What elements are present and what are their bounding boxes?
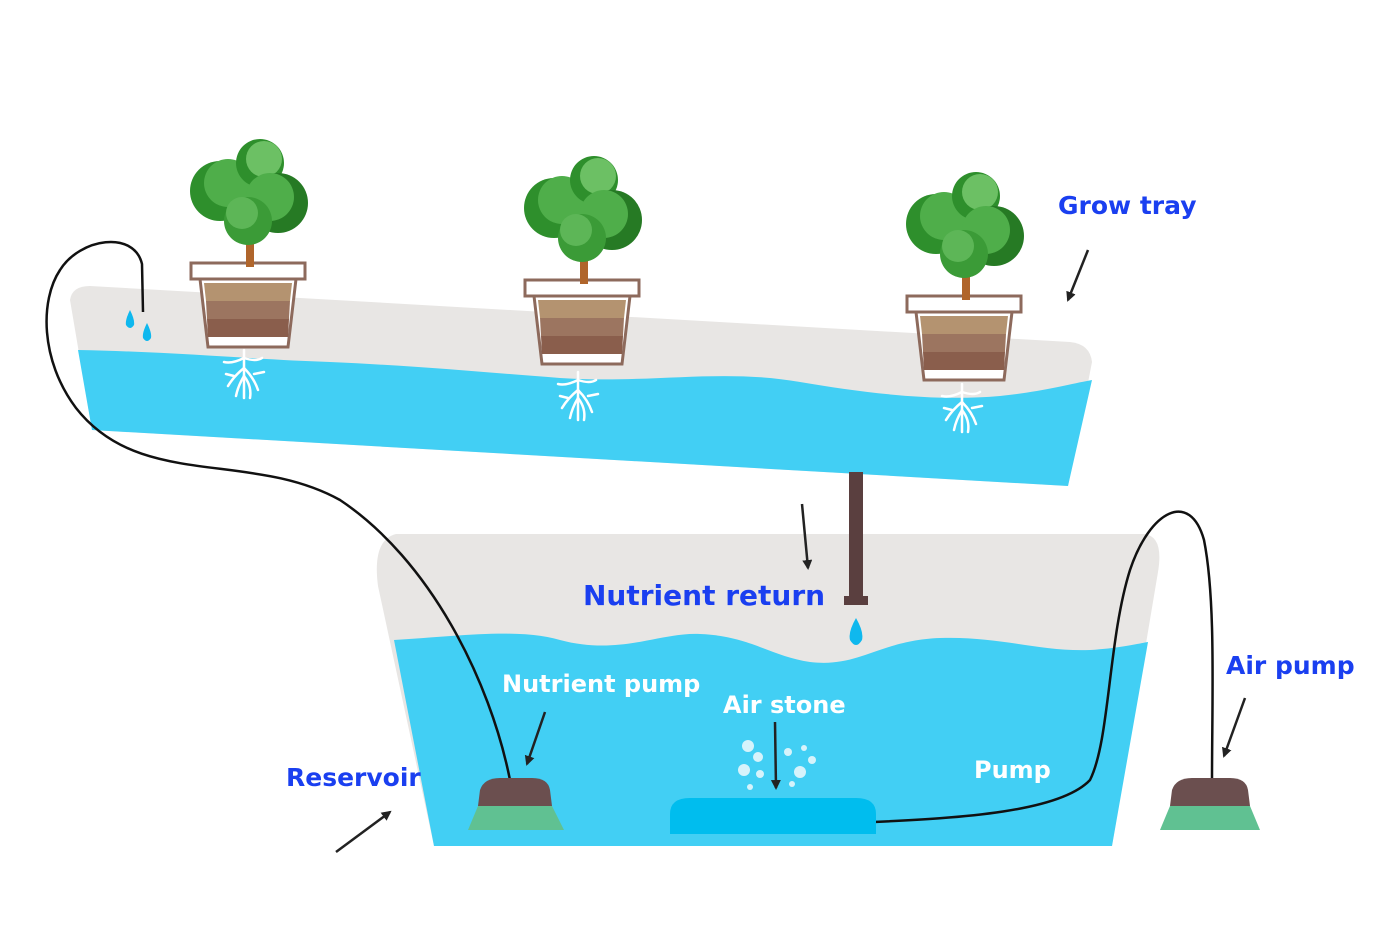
grow-tray-label: Grow tray (1058, 191, 1197, 220)
nutrient-pump (468, 778, 564, 830)
air-stone (670, 798, 876, 834)
nutrient-tube (45, 240, 512, 781)
nutrient-pump-label: Nutrient pump (502, 670, 700, 698)
plant-icon (906, 172, 1024, 300)
arrows (335, 249, 1247, 854)
air-pump-label: Air pump (1226, 651, 1355, 680)
air-stone-label: Air stone (723, 691, 846, 719)
bubbles-icon (738, 740, 816, 790)
water-drop-icon (125, 310, 135, 328)
water-drop-icon (849, 618, 863, 645)
reservoir-label: Reservoir (286, 763, 421, 792)
plant-icon (524, 156, 642, 284)
pump-label: Pump (974, 756, 1051, 784)
nutrient-return-label: Nutrient return (583, 579, 825, 612)
air-stone-arrow (770, 721, 781, 790)
plant-icon (190, 139, 308, 267)
reservoir-arrow (335, 810, 392, 854)
air-pump-arrow (1222, 697, 1247, 758)
nutrient-pump-arrow (524, 711, 547, 766)
nutrient-return-pipe (844, 472, 868, 605)
pot-icon (189, 261, 307, 349)
nutrient-return-arrow (800, 503, 813, 570)
grow-tray-arrow (1066, 249, 1090, 302)
reservoir-water (394, 633, 1148, 846)
pot-icon (905, 294, 1023, 382)
air-tube (873, 510, 1214, 824)
reservoir-tank (376, 534, 1160, 846)
water-drop-icon (142, 323, 152, 341)
pot-icon (523, 278, 641, 366)
air-pump (1160, 778, 1260, 830)
